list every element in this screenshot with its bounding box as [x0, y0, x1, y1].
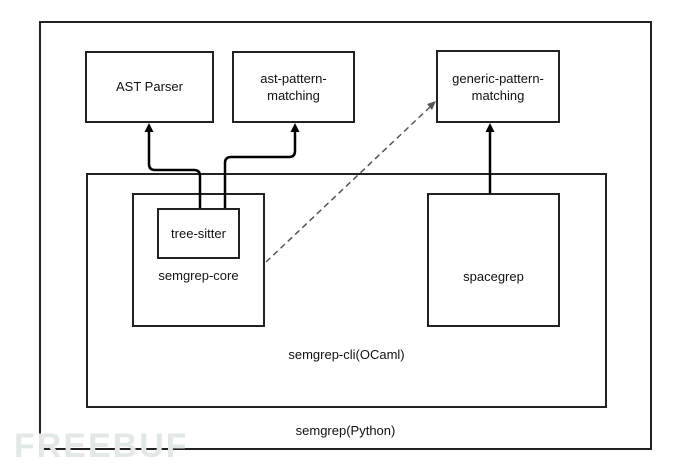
freebuf-watermark: FREEBUF [14, 427, 189, 465]
edge-semgrep-core-to-generic-pattern-matching [265, 106, 431, 263]
spacegrep-box [427, 193, 560, 327]
edge-tree-sitter-to-ast-pattern-matching [223, 130, 297, 208]
semgrep-python-label: semgrep(Python) [295, 423, 396, 438]
generic-pattern-matching-label-line1: generic-pattern- [452, 71, 544, 86]
arrowhead-generic-pattern-solid [485, 123, 495, 132]
ast-pattern-matching-label-line2: matching [267, 88, 320, 103]
spacegrep-label: spacegrep [463, 269, 524, 284]
ast-pattern-matching-box [232, 51, 355, 123]
semgrep-core-label: semgrep-core [158, 268, 239, 283]
arrowhead-ast-parser [144, 123, 154, 132]
arrowhead-generic-pattern-dashed [427, 101, 436, 110]
ast-parser-label: AST Parser [116, 79, 183, 94]
ast-pattern-matching-label-line1: ast-pattern- [260, 71, 327, 86]
semgrep-cli-label: semgrep-cli(OCaml) [288, 347, 405, 362]
generic-pattern-matching-label-line2: matching [471, 88, 525, 103]
generic-pattern-matching-box [436, 50, 560, 123]
tree-sitter-box [157, 208, 240, 259]
edge-tree-sitter-to-ast-parser [147, 130, 202, 208]
ast-parser-box [85, 51, 214, 123]
arrowhead-ast-pattern-matching [290, 123, 300, 132]
tree-sitter-label: tree-sitter [171, 226, 226, 241]
